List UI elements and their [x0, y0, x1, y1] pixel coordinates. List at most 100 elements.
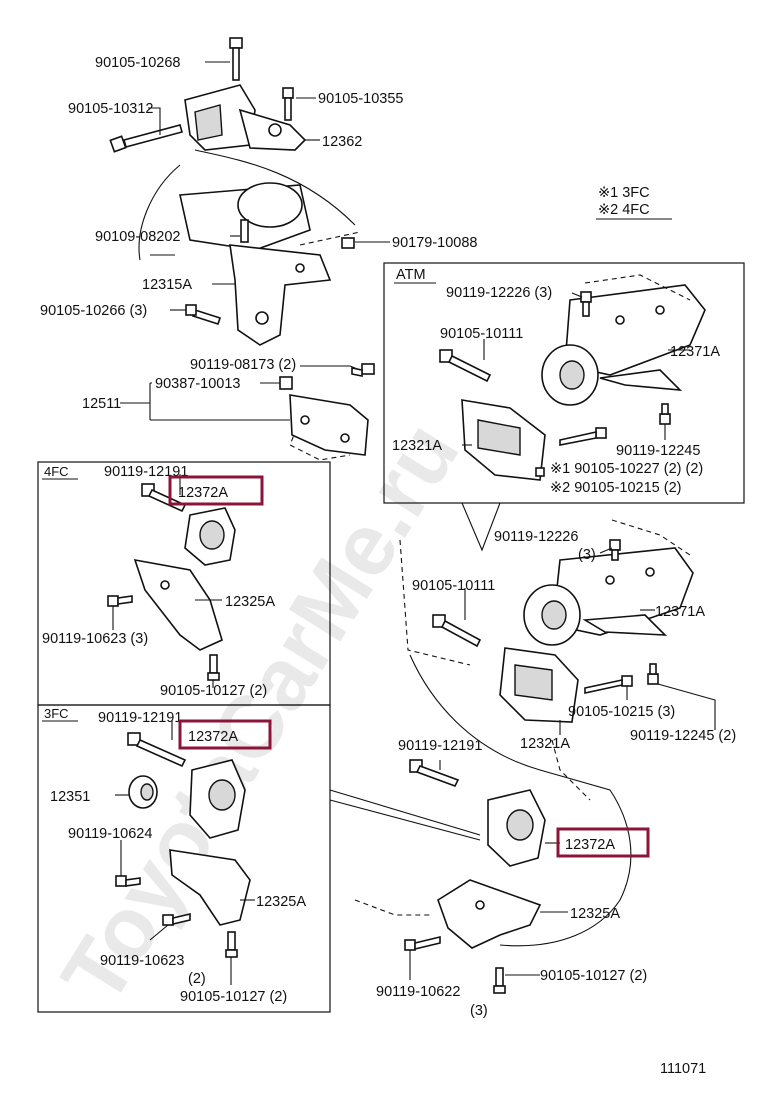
label-fc3-90119-12191: 90119-12191: [98, 710, 182, 726]
mid-bolt-90119-12226: [609, 539, 621, 561]
highlight-main-12372A: [556, 827, 650, 858]
atm-bolt-90105-10227: [559, 427, 607, 446]
label-mid-90119-12245: 90119-12245 (2): [630, 728, 736, 744]
bolt-90105-10355: [282, 87, 294, 121]
fc4-bolt-90105-10127: [207, 654, 220, 681]
main-bolt-90105-10127: [493, 967, 506, 994]
mid-bracket-12321A: [499, 647, 579, 723]
label-mid-90119-12226: 90119-12226: [494, 529, 578, 545]
label-fc3-12325A: 12325A: [256, 894, 306, 910]
highlight-fc4-12372A: [168, 475, 264, 506]
fc3-bushing-12351: [128, 775, 158, 809]
bolt-90105-10312: [109, 124, 183, 153]
label-12362: 12362: [322, 134, 362, 150]
label-fc3-12372A: 12372A: [188, 729, 238, 745]
mid-mount-12371A: [523, 547, 694, 646]
mid-bolt-90105-10215: [584, 675, 633, 694]
main-bolt-90119-12191: [409, 759, 460, 787]
fc3-section-box: [37, 704, 331, 1013]
bolt-90105-10266: [185, 304, 222, 326]
diagram-number: 111071: [660, 1061, 706, 1077]
upper-mount-12362: [184, 84, 307, 151]
stud-90109-08202: [240, 219, 249, 243]
label-90387-10013: 90387-10013: [155, 376, 240, 392]
mid-dash-lines: [399, 519, 691, 801]
atm-bolt-90105-10111: [439, 349, 492, 383]
label-mid-90105-10111: 90105-10111: [412, 578, 495, 594]
highlight-fc3-12372A: [178, 719, 272, 750]
nut-90179-10088: [341, 237, 355, 249]
label-main-12325A: 12325A: [570, 906, 620, 922]
label-12511: 12511: [82, 396, 121, 412]
label-main-90119-10622: 90119-10622: [376, 984, 460, 1000]
main-mount-12372A: [487, 789, 546, 867]
bracket-12315A: [229, 244, 332, 346]
label-fc4-12372A: 12372A: [178, 485, 228, 501]
label-fc4-12325A: 12325A: [225, 594, 275, 610]
legend-m1: ※1 3FC: [598, 185, 650, 201]
label-90179-10088: 90179-10088: [392, 235, 477, 251]
main-dash-lines: [354, 899, 430, 916]
fc3-bolt-90119-12191: [127, 732, 187, 768]
label-atm-12321A: 12321A: [392, 438, 442, 454]
label-90105-10355: 90105-10355: [318, 91, 403, 107]
atm-bolt-90119-12245: [659, 403, 671, 425]
fc4-section-title: 4FC: [44, 464, 69, 479]
leader-lines: [112, 61, 716, 985]
main-bracket-12325A: [437, 879, 542, 949]
legend-m2: ※2 4FC: [598, 202, 650, 218]
label-atm-90105-10227: ※1 90105-10227 (2) (2): [550, 461, 703, 477]
fc3-section-title: 3FC: [44, 706, 69, 721]
bolt-90119-08173: [351, 363, 375, 377]
label-fc4-90119-12191: 90119-12191: [104, 464, 188, 480]
label-90109-08202: 90109-08202: [95, 229, 180, 245]
label-12315A: 12315A: [142, 277, 192, 293]
label-mid-90119-12226-qty: (3): [578, 547, 596, 563]
label-mid-12321A: 12321A: [520, 736, 570, 752]
atm-section-title: ATM: [396, 267, 426, 283]
label-fc3-90119-10623-qty: (2): [188, 971, 206, 987]
label-main-90105-10127: 90105-10127 (2): [540, 968, 647, 984]
label-90105-10312: 90105-10312: [68, 101, 153, 117]
label-fc3-12351: 12351: [50, 789, 90, 805]
label-fc3-90119-10623: 90119-10623: [100, 953, 184, 969]
label-90105-10268: 90105-10268: [95, 55, 180, 71]
atm-section-box: [383, 262, 745, 504]
label-main-90119-12191: 90119-12191: [398, 738, 482, 754]
label-atm-90105-10215: ※2 90105-10215 (2): [550, 480, 681, 496]
label-fc4-90119-10623: 90119-10623 (3): [42, 631, 148, 647]
atm-dash-lines: [584, 274, 691, 301]
mid-bolt-90119-12245: [647, 663, 659, 685]
label-mid-90105-10215: 90105-10215 (3): [568, 704, 675, 720]
bracket-12511: [289, 394, 369, 456]
atm-bolt-90119-12226: [580, 291, 592, 317]
fc3-mount-12372A: [189, 759, 246, 839]
mid-bolt-90105-10111: [432, 614, 482, 648]
label-main-12372A: 12372A: [565, 837, 615, 853]
atm-callout-line: [461, 502, 501, 552]
main-bolt-90119-10622: [404, 935, 441, 951]
atm-mount-12371A: [541, 284, 706, 406]
fc3-callout-line: [329, 789, 481, 841]
fc4-bolt-90119-10623: [107, 595, 133, 607]
main-engine-outline: [409, 654, 632, 947]
label-atm-90119-12226: 90119-12226 (3): [446, 285, 552, 301]
fc3-bracket-12325A: [169, 849, 251, 926]
label-fc4-90105-10127: 90105-10127 (2): [160, 683, 267, 699]
label-main-90119-10622-qty: (3): [470, 1003, 488, 1019]
label-90105-10266: 90105-10266 (3): [40, 303, 147, 319]
fc4-bracket-12325A: [133, 558, 223, 651]
label-90119-08173: 90119-08173 (2): [190, 357, 296, 373]
label-atm-90119-12245: 90119-12245: [616, 443, 700, 459]
fc4-mount-12372A: [184, 507, 236, 566]
atm-bracket-12321A: [461, 399, 546, 481]
bolt-90105-10268: [229, 37, 243, 81]
label-atm-90105-10111: 90105-10111: [440, 326, 523, 342]
collar-90387-10013: [279, 376, 293, 390]
atm-nut: [535, 467, 545, 477]
label-fc3-90119-10624: 90119-10624: [68, 826, 152, 842]
fc3-bolt-90105-10127: [225, 931, 238, 958]
engine-outline: [138, 149, 361, 461]
label-fc3-90105-10127: 90105-10127 (2): [180, 989, 287, 1005]
